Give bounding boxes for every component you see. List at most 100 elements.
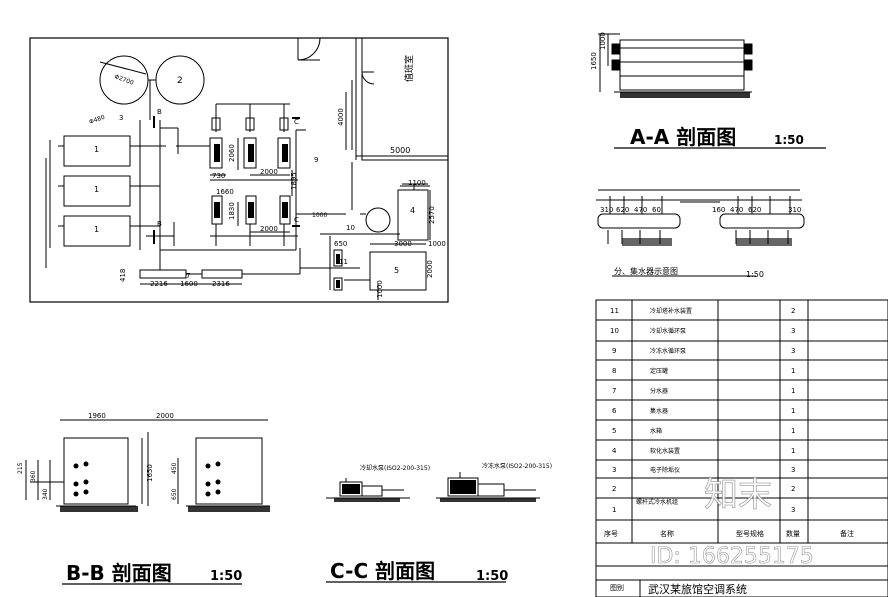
table-row-no: 7 xyxy=(612,387,616,395)
marker-c-bottom: C xyxy=(294,216,299,224)
bb-dim-340: 340 xyxy=(42,488,49,500)
table-row-qty: 1 xyxy=(791,447,795,455)
table-header-no: 序号 xyxy=(604,529,618,538)
bb-dim-650: 650 xyxy=(171,488,178,500)
table-row-no: 3 xyxy=(612,466,616,474)
bb-dim-1650: 1650 xyxy=(146,464,154,482)
table-row-name: 水箱 xyxy=(650,427,662,435)
table-row-name: 分水器 xyxy=(650,387,668,395)
table-row-name: 定压罐 xyxy=(650,367,668,375)
table-row-no: 2 xyxy=(612,485,616,493)
dim-2316: 2316 xyxy=(212,280,230,288)
tag-3: 3 xyxy=(119,114,123,122)
table-row-name: 冷冻水循环泵 xyxy=(650,347,686,355)
dim-1600: 1600 xyxy=(180,280,198,288)
table-header-model: 型号规格 xyxy=(736,529,764,538)
aa-dim-1000: 1000 xyxy=(599,32,607,50)
tag-2: 2 xyxy=(177,76,183,86)
dim-4000: 4000 xyxy=(337,108,345,126)
table-row-qty: 2 xyxy=(791,485,795,493)
cc-label-1: 冷却水泵(ISO2-200-315) xyxy=(360,464,430,472)
dim-1895: 1895 xyxy=(290,172,298,190)
bb-dim-450: 450 xyxy=(171,462,178,474)
table-row-no: 1 xyxy=(612,506,616,514)
dim-418: 418 xyxy=(119,269,127,282)
tag-1b: 1 xyxy=(94,185,99,194)
table-row-name: 集水器 xyxy=(650,407,668,415)
table-row-qty: 3 xyxy=(791,466,795,474)
watermark-id: ID: 166255175 xyxy=(650,544,814,569)
dim-2216a: 2216 xyxy=(150,280,168,288)
dim-650: 650 xyxy=(334,240,347,248)
tag-1a: 1 xyxy=(94,145,99,154)
dist-dim-6: 470 xyxy=(730,206,743,214)
dim-2000b: 2000 xyxy=(260,225,278,233)
equipment-table-frame xyxy=(595,299,888,597)
table-row-qty: 1 xyxy=(791,367,795,375)
dist-dim-3: 470 xyxy=(634,206,647,214)
aa-dim-1650: 1650 xyxy=(590,52,598,70)
aa-title: A-A 剖面图 xyxy=(630,125,736,149)
dist-dim-1: 310 xyxy=(600,206,613,214)
bb-dim-2000: 2000 xyxy=(156,412,174,420)
tag-11: 11 xyxy=(339,258,348,266)
table-row-no: 6 xyxy=(612,407,617,415)
bb-scale: 1:50 xyxy=(210,569,242,584)
dim-730: 730 xyxy=(212,172,225,180)
table-row-name: 冷却塔补水装置 xyxy=(650,307,692,315)
table-header-name: 名称 xyxy=(660,529,674,538)
table-row-name: 电子除垢仪 xyxy=(650,466,680,474)
dim-1830: 1830 xyxy=(228,202,236,220)
table-row-no: 8 xyxy=(612,367,616,375)
tag-1c: 1 xyxy=(94,225,99,234)
dist-dim-4: 60 xyxy=(652,206,661,214)
table-header-note: 备注 xyxy=(840,529,854,538)
dim-1000a: 1000 xyxy=(428,240,446,248)
dim-2060: 2060 xyxy=(228,144,236,162)
dim-5000: 5000 xyxy=(390,146,410,155)
dim-2000c: 2000 xyxy=(426,260,434,278)
table-row-name: 螺杆式冷水机组 xyxy=(636,498,678,506)
table-row-no: 5 xyxy=(612,427,616,435)
section-bb xyxy=(25,419,270,585)
dim-2700: Φ2700 xyxy=(113,73,134,86)
tag-9: 9 xyxy=(314,156,318,164)
tag-7: 7 xyxy=(186,272,190,280)
table-row-no: 9 xyxy=(612,347,616,355)
dim-480: Φ480 xyxy=(88,114,106,126)
table-row-no: 4 xyxy=(612,447,617,455)
dist-dim-8: 310 xyxy=(788,206,801,214)
distributor-diagram xyxy=(596,189,805,277)
dim-1000c: 1000 xyxy=(312,212,327,219)
bb-title: B-B 剖面图 xyxy=(66,561,172,585)
plan-view xyxy=(29,37,449,303)
bb-dim-215: 215 xyxy=(17,462,24,474)
tag-10: 10 xyxy=(346,224,355,232)
cc-scale: 1:50 xyxy=(476,569,508,584)
dim-1100: 1100 xyxy=(408,179,426,187)
dist-dim-2: 620 xyxy=(616,206,629,214)
marker-b-bottom: B xyxy=(157,220,162,228)
tag-4: 4 xyxy=(410,206,415,215)
table-row-name: 冷却水循环泵 xyxy=(650,327,686,335)
equipment-table: 11 冷却塔补水装置 2 10 冷却水循环泵 3 9 冷冻水循环泵 3 8 定压… xyxy=(604,307,854,596)
cc-label-2: 冷冻水泵(ISO2-200-315) xyxy=(482,462,552,470)
table-row-no: 10 xyxy=(610,327,619,335)
project-title: 武汉某旅馆空调系统 xyxy=(648,582,747,596)
dist-dim-5: 160 xyxy=(712,206,725,214)
marker-b-top: B xyxy=(157,108,162,116)
dim-2000a: 2000 xyxy=(260,168,278,176)
dist-title: 分、集水器示意图 xyxy=(614,266,678,276)
table-fig-label: 图别 xyxy=(610,583,624,592)
pump-fills xyxy=(73,144,476,497)
table-row-qty: 2 xyxy=(791,307,795,315)
aa-scale: 1:50 xyxy=(774,133,804,147)
dim-1000b: 1000 xyxy=(376,280,384,298)
table-row-qty: 1 xyxy=(791,427,795,435)
table-header-qty: 数量 xyxy=(786,529,800,538)
table-row-no: 11 xyxy=(610,307,619,315)
tag-5: 5 xyxy=(394,266,399,275)
dist-dim-7: 620 xyxy=(748,206,761,214)
bb-dim-360: 360 xyxy=(30,470,37,482)
